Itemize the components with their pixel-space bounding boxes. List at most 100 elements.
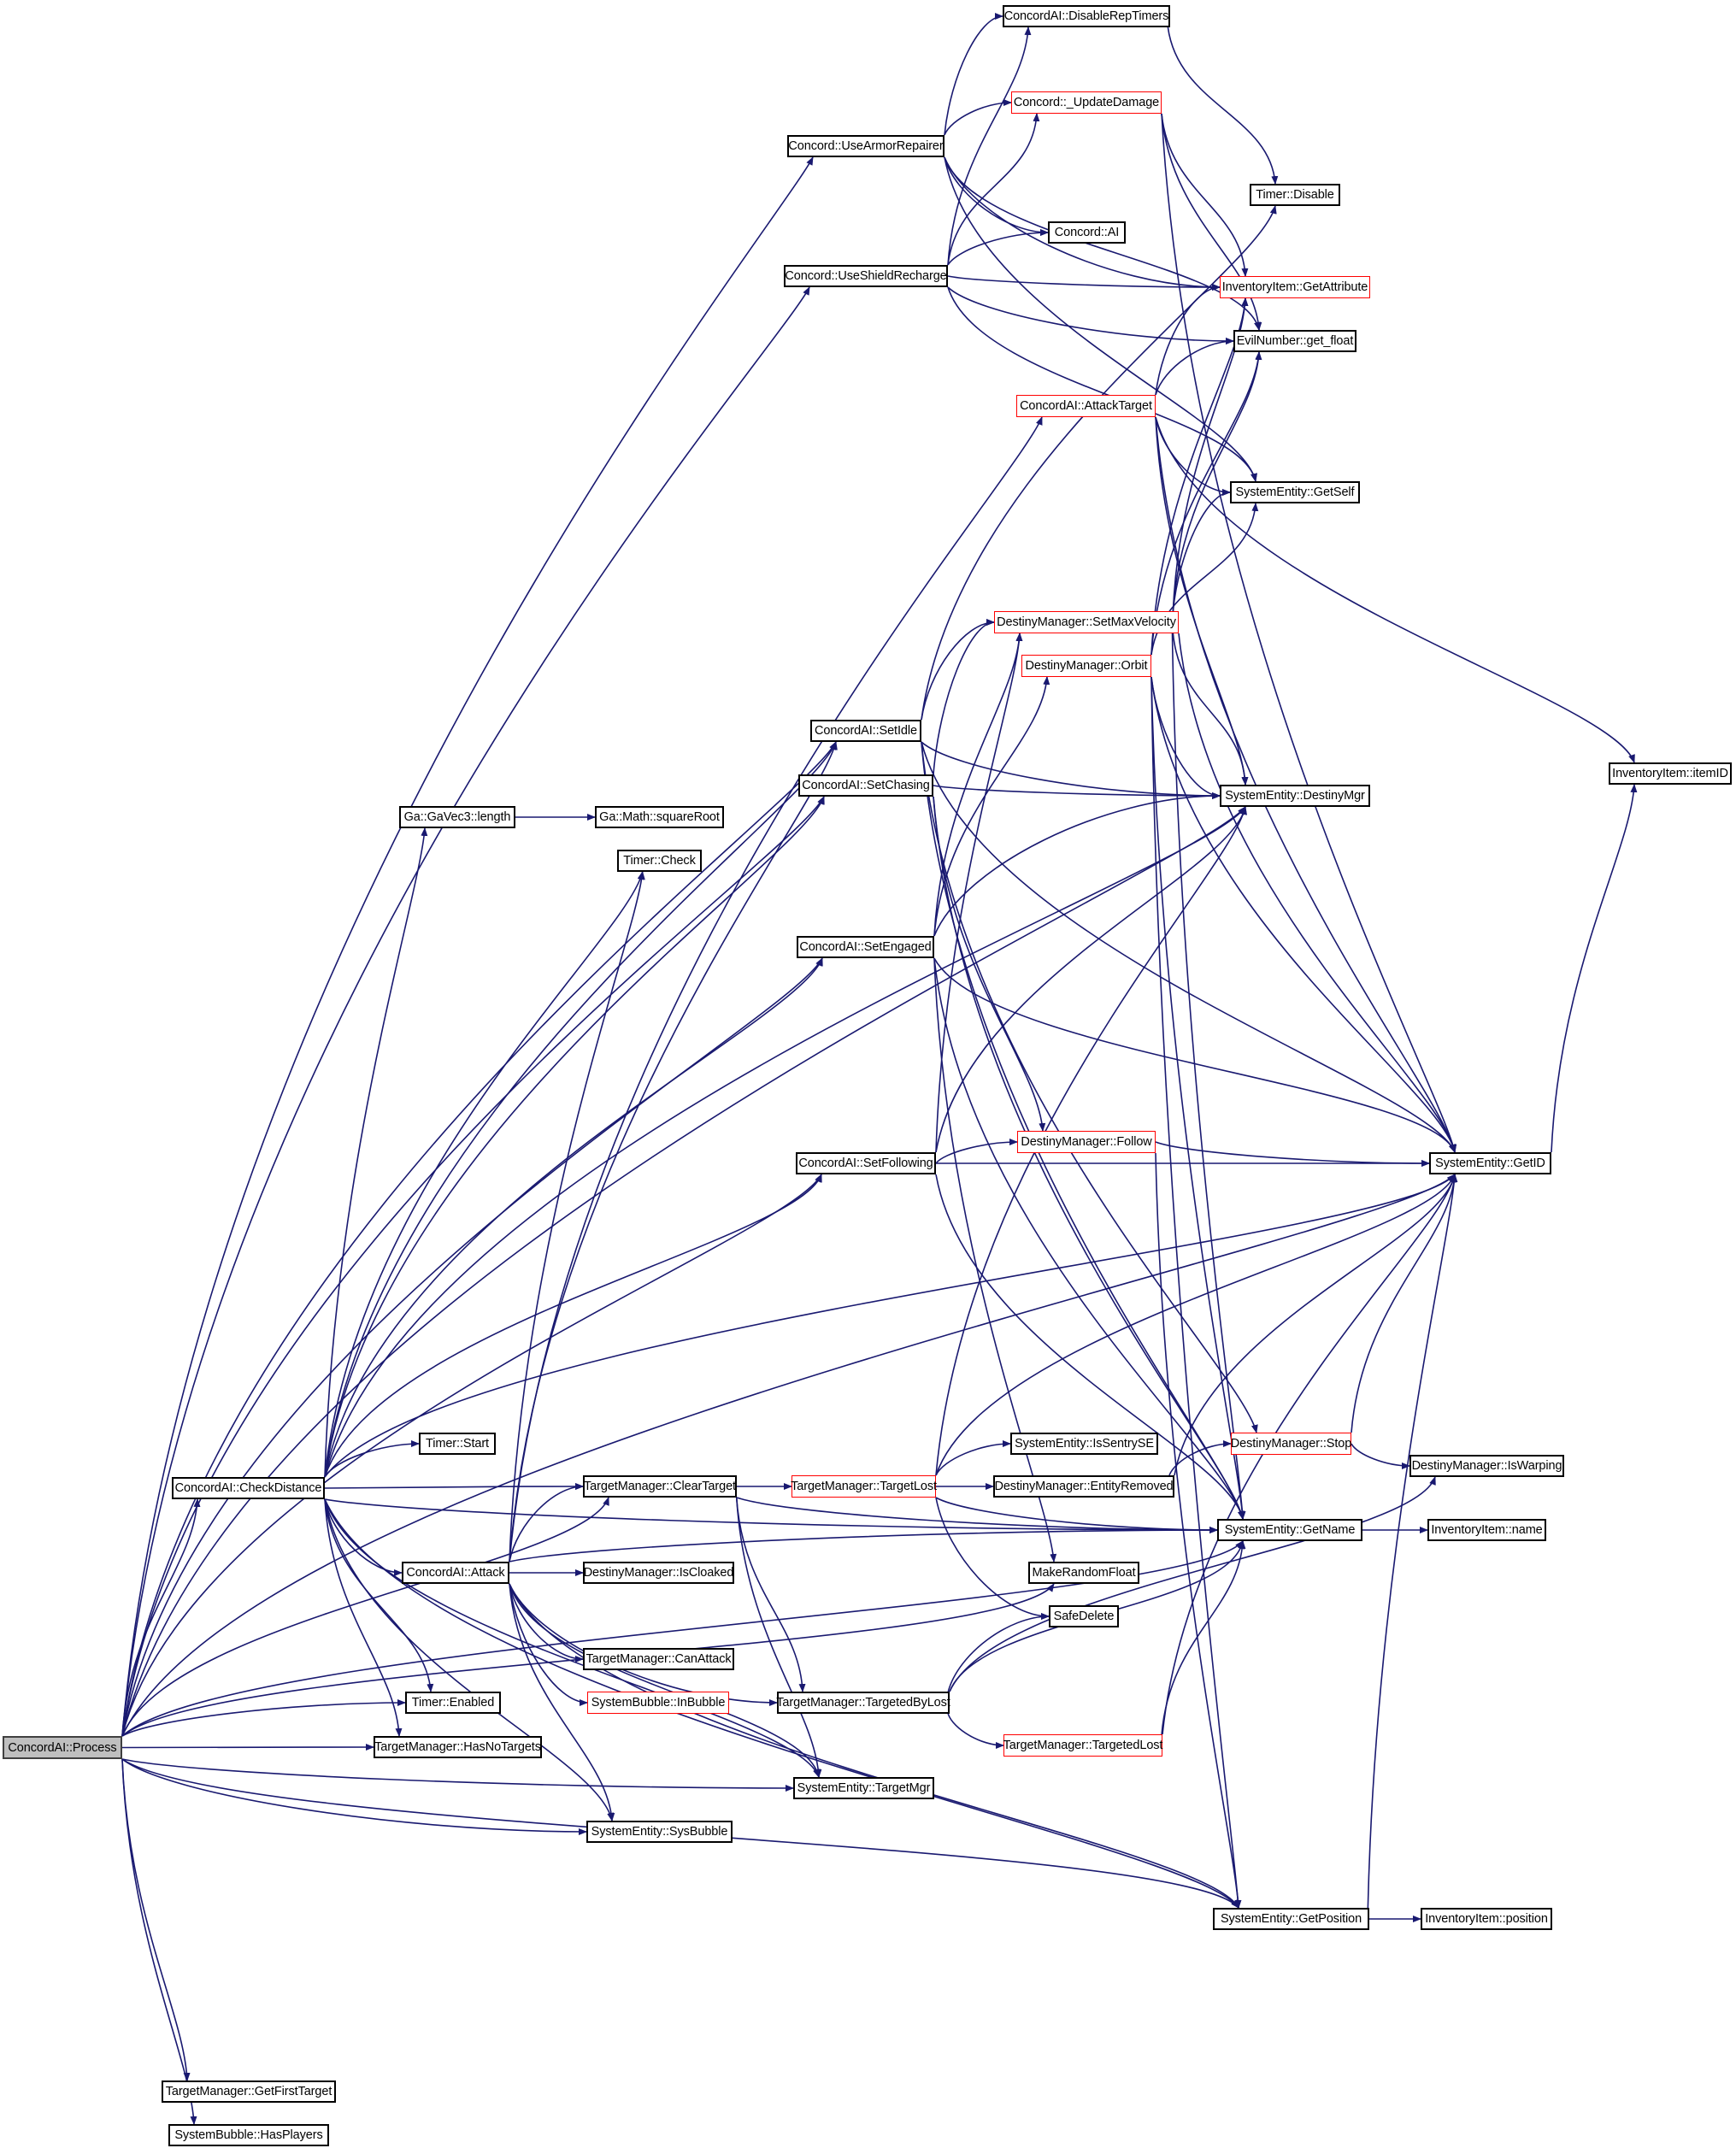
node-timer-check[interactable]: Timer::Check — [617, 850, 702, 872]
node-concord-ai[interactable]: Concord::AI — [1048, 221, 1126, 244]
edge-orbit-to-getName — [1150, 676, 1246, 1520]
node-timer-enabled[interactable]: Timer::Enabled — [405, 1692, 501, 1714]
edge-useShieldRecharge-to-disableRepTimers — [947, 26, 1032, 266]
node-systementity-getposition[interactable]: SystemEntity::GetPosition — [1213, 1908, 1369, 1930]
edge-process-to-useShieldRecharge — [121, 286, 810, 1737]
edge-useArmorRepairer-to-getFloat — [944, 156, 1261, 331]
node-destinymanager-follow[interactable]: DestinyManager::Follow — [1017, 1131, 1156, 1153]
node-targetmanager-getfirsttarget[interactable]: TargetManager::GetFirstTarget — [162, 2080, 336, 2103]
node-makerandomfloat[interactable]: MakeRandomFloat — [1028, 1562, 1139, 1584]
edge-orbit-to-getFloat — [1150, 351, 1262, 656]
node-label: TargetManager::TargetLost — [791, 1480, 937, 1493]
edge-setChasing-to-destinyMgr — [933, 785, 1221, 799]
edge-checkDistance-to-hasNoTargets — [324, 1498, 403, 1737]
edge-process-to-useArmorRepairer — [121, 156, 814, 1737]
edge-stop-to-getID — [1351, 1174, 1458, 1433]
node-destinymanager-stop[interactable]: DestinyManager::Stop — [1231, 1433, 1351, 1455]
node-targetmanager-cleartarget[interactable]: TargetManager::ClearTarget — [583, 1475, 737, 1498]
node-label: EvilNumber::get_float — [1236, 334, 1354, 348]
edge-useArmorRepairer-to-updateDamage — [944, 99, 1012, 136]
node-label: InventoryItem::itemID — [1612, 767, 1728, 780]
node-label: DestinyManager::Stop — [1230, 1437, 1352, 1451]
node-label: ConcordAI::SetChasing — [802, 779, 930, 792]
node-concordai-setidle[interactable]: ConcordAI::SetIdle — [810, 720, 921, 742]
node-label: SystemBubble::HasPlayers — [174, 2128, 323, 2142]
edge-orbit-to-getPosition — [1150, 676, 1242, 1909]
edge-checkDistance-to-timerEnabled — [324, 1498, 434, 1692]
node-systembubble-hasplayers[interactable]: SystemBubble::HasPlayers — [168, 2124, 329, 2146]
node-label: ConcordAI::AttackTarget — [1020, 399, 1152, 413]
node-label: ConcordAI::DisableRepTimers — [1003, 9, 1169, 23]
node-targetmanager-targetedbylost[interactable]: TargetManager::TargetedByLost — [776, 1692, 950, 1714]
node-concordai-disablereptimers[interactable]: ConcordAI::DisableRepTimers — [1003, 5, 1170, 27]
edge-checkDistance-to-gaLength — [324, 827, 428, 1478]
node-inventoryitem-getattribute[interactable]: InventoryItem::GetAttribute — [1220, 276, 1370, 298]
edge-attack-to-timerCheck — [509, 871, 645, 1563]
node-label: Timer::Disable — [1256, 188, 1334, 202]
node-label: TargetManager::HasNoTargets — [374, 1740, 541, 1754]
node-evilnumber-get-float[interactable]: EvilNumber::get_float — [1233, 330, 1356, 352]
node-systementity-getself[interactable]: SystemEntity::GetSelf — [1230, 481, 1360, 503]
node-concordai-setfollowing[interactable]: ConcordAI::SetFollowing — [796, 1152, 936, 1174]
edge-entityRemoved-to-getID — [1174, 1174, 1457, 1476]
node-targetmanager-targetlost[interactable]: TargetManager::TargetLost — [791, 1475, 937, 1498]
node-targetmanager-canattack[interactable]: TargetManager::CanAttack — [583, 1648, 734, 1670]
node-concord-usearmorrepairer[interactable]: Concord::UseArmorRepairer — [787, 135, 945, 157]
node-label: SystemEntity::TargetMgr — [797, 1781, 931, 1795]
edge-updateDamage-to-getFloat — [1161, 113, 1262, 331]
node-concordai-attack[interactable]: ConcordAI::Attack — [402, 1562, 509, 1584]
node-targetmanager-hasnotargets[interactable]: TargetManager::HasNoTargets — [374, 1736, 542, 1758]
node-concordai-attacktarget[interactable]: ConcordAI::AttackTarget — [1016, 395, 1156, 417]
edge-attack-to-getName — [509, 1527, 1218, 1563]
node-destinymanager-setmaxvelocity[interactable]: DestinyManager::SetMaxVelocity — [994, 611, 1179, 633]
edge-attackTarget-to-getID — [1155, 416, 1456, 1153]
edge-disableRepTimers-to-timerDisable — [1167, 26, 1279, 185]
node-concordai-setchasing[interactable]: ConcordAI::SetChasing — [798, 774, 933, 797]
edge-useArmorRepairer-to-getAttribute — [944, 156, 1221, 291]
edge-checkDistance-to-attack — [324, 1498, 403, 1576]
node-concord-updatedamage[interactable]: Concord::_UpdateDamage — [1011, 91, 1162, 114]
node-systementity-getid[interactable]: SystemEntity::GetID — [1429, 1152, 1551, 1174]
node-systementity-destinymgr[interactable]: SystemEntity::DestinyMgr — [1220, 785, 1370, 807]
node-ga-math-squareroot[interactable]: Ga::Math::squareRoot — [595, 806, 724, 828]
node-timer-disable[interactable]: Timer::Disable — [1250, 184, 1340, 206]
edge-targetedByLost-to-isWarping — [949, 1476, 1436, 1692]
edge-targetLost-to-destinyMgr — [935, 806, 1247, 1476]
node-systembubble-inbubble[interactable]: SystemBubble::InBubble — [587, 1692, 729, 1714]
node-label: ConcordAI::SetFollowing — [798, 1156, 933, 1170]
node-systementity-sysbubble[interactable]: SystemEntity::SysBubble — [586, 1821, 733, 1843]
edge-entityRemoved-to-stop — [1168, 1440, 1232, 1476]
edge-process-to-setChasing — [121, 796, 825, 1737]
node-timer-start[interactable]: Timer::Start — [419, 1433, 496, 1455]
node-targetmanager-targetedlost[interactable]: TargetManager::TargetedLost — [1003, 1734, 1162, 1757]
node-systementity-issentryse[interactable]: SystemEntity::IsSentrySE — [1010, 1433, 1158, 1455]
edge-setIdle-to-timerDisable — [921, 205, 1277, 721]
node-systementity-targetmgr[interactable]: SystemEntity::TargetMgr — [793, 1777, 934, 1799]
edge-attack-to-clearTarget — [509, 1483, 584, 1563]
node-concordai-setengaged[interactable]: ConcordAI::SetEngaged — [797, 936, 934, 958]
node-destinymanager-iscloaked[interactable]: DestinyManager::IsCloaked — [583, 1562, 734, 1584]
node-concord-useshieldrecharge[interactable]: Concord::UseShieldRecharge — [784, 265, 948, 287]
node-destinymanager-orbit[interactable]: DestinyManager::Orbit — [1021, 655, 1151, 677]
node-inventoryitem-name[interactable]: InventoryItem::name — [1427, 1519, 1546, 1541]
node-concordai-checkdistance[interactable]: ConcordAI::CheckDistance — [172, 1477, 325, 1499]
edge-setIdle-to-destinyMgr — [921, 741, 1221, 799]
edge-setIdle-to-setMaxVelocity — [921, 619, 995, 721]
edge-setMaxVelocity-to-getAttribute — [1172, 297, 1249, 612]
node-destinymanager-entityremoved[interactable]: DestinyManager::EntityRemoved — [993, 1475, 1174, 1498]
node-destinymanager-iswarping[interactable]: DestinyManager::IsWarping — [1409, 1455, 1564, 1477]
node-label: DestinyManager::EntityRemoved — [994, 1480, 1174, 1493]
edge-useShieldRecharge-to-concordAI — [947, 229, 1049, 266]
edge-checkDistance-to-getID — [324, 1174, 1456, 1478]
node-inventoryitem-position[interactable]: InventoryItem::position — [1421, 1908, 1552, 1930]
edge-targetedByLost-to-targetedLost — [947, 1713, 1004, 1749]
node-inventoryitem-itemid[interactable]: InventoryItem::itemID — [1609, 762, 1732, 785]
edge-setMaxVelocity-to-getSelf — [1172, 489, 1231, 612]
edge-process-to-destinyMgr — [121, 806, 1246, 1737]
node-ga-gavec3-length[interactable]: Ga::GaVec3::length — [399, 806, 515, 828]
node-safedelete[interactable]: SafeDelete — [1049, 1605, 1119, 1627]
node-systementity-getname[interactable]: SystemEntity::GetName — [1217, 1519, 1362, 1541]
edge-checkDistance-to-getName — [324, 1498, 1218, 1533]
edge-useArmorRepairer-to-concordAI — [944, 156, 1049, 236]
